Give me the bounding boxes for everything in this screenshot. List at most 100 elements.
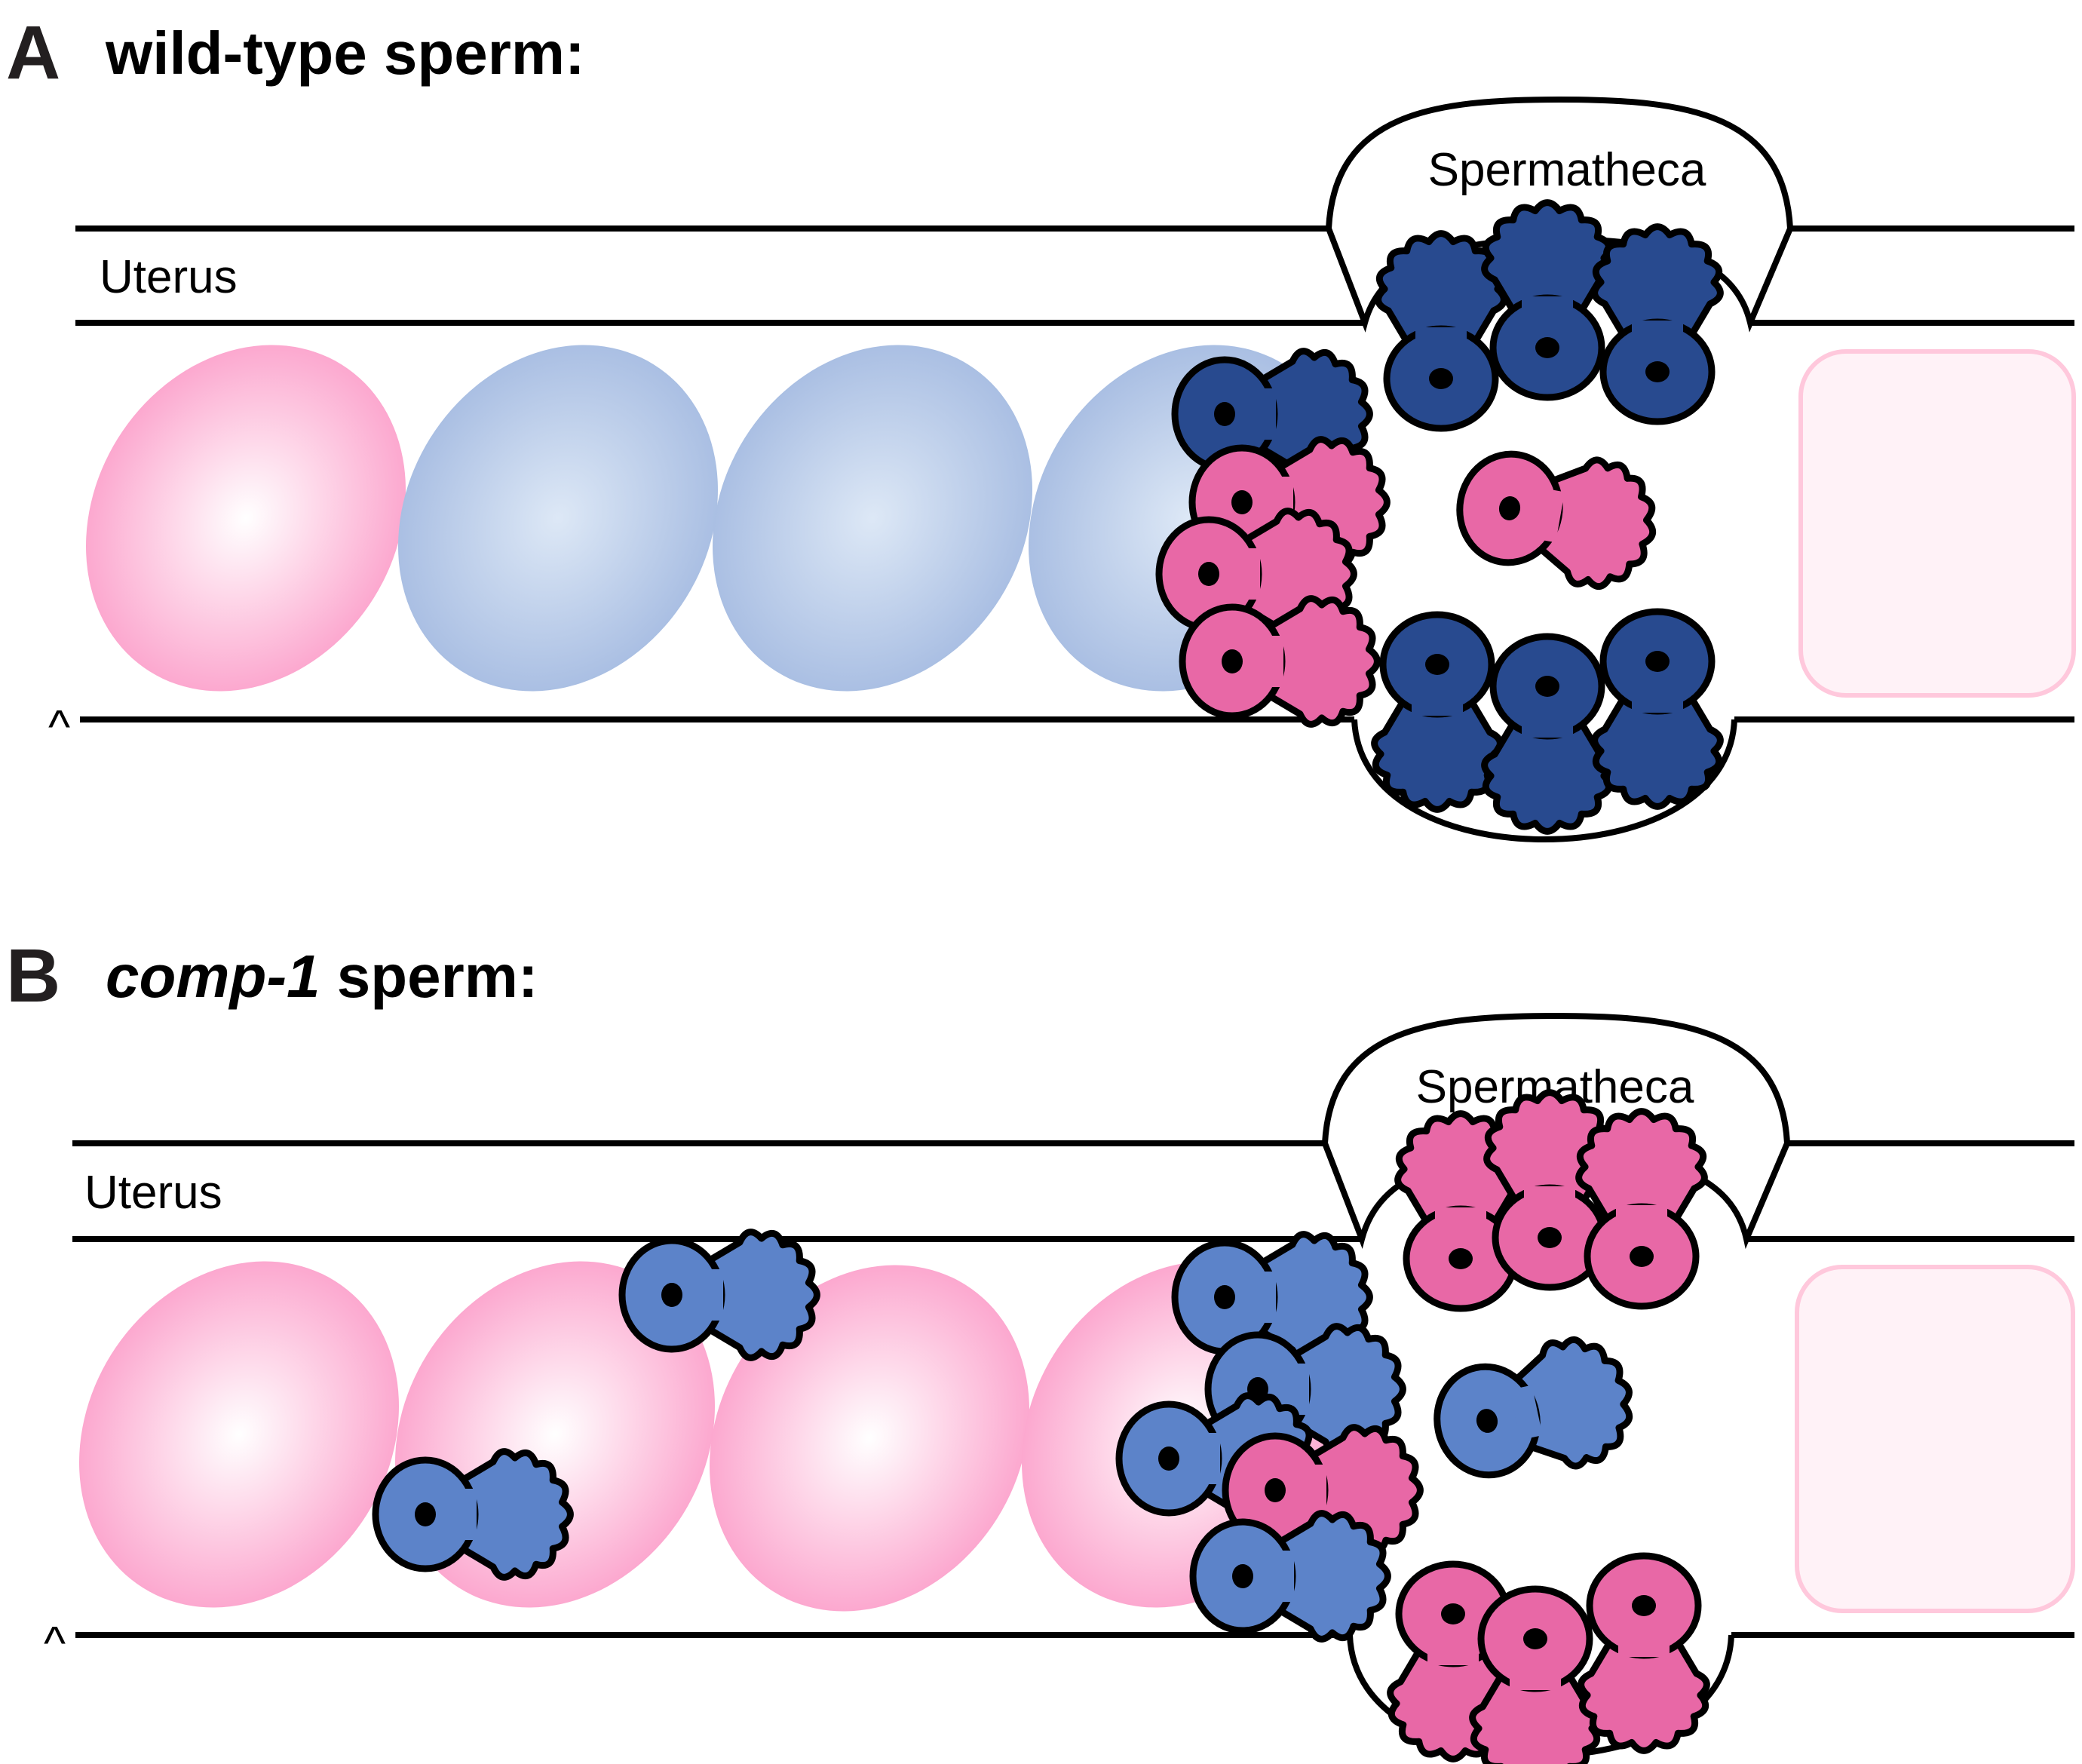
sperm-comp1 bbox=[1433, 1336, 1633, 1479]
sperm-nucleus bbox=[1476, 1409, 1498, 1433]
sperm-neck bbox=[1415, 327, 1467, 350]
uterus-label: Uterus bbox=[100, 251, 238, 303]
sperm-pseudopod bbox=[1269, 1510, 1391, 1643]
sperm-nucleus bbox=[1222, 649, 1243, 673]
sperm-nucleus bbox=[1231, 490, 1253, 514]
sperm-neck bbox=[1533, 488, 1565, 543]
sperm-pseudopod bbox=[1481, 713, 1614, 835]
sperm-nucleus bbox=[1498, 496, 1521, 520]
sperm-nucleus bbox=[1158, 1446, 1179, 1471]
sperm-nucleus bbox=[1632, 1595, 1656, 1616]
sperm-nucleus bbox=[1538, 1227, 1562, 1248]
panel-b: B comp-1 sperm: Spermatheca Uterus ^ bbox=[6, 934, 2075, 1764]
sperm-hermaphrodite bbox=[1456, 450, 1656, 591]
sperm-pseudopod bbox=[1591, 223, 1724, 345]
sperm-neck bbox=[1522, 715, 1573, 738]
sperm-pseudopod bbox=[698, 1229, 820, 1361]
oocyte bbox=[1795, 1265, 2075, 1613]
spermatheca-label: Spermatheca bbox=[1428, 144, 1706, 196]
sperm-hermaphrodite bbox=[1578, 1552, 1710, 1754]
sperm-pseudopod bbox=[1530, 456, 1656, 591]
sperm-comp1 bbox=[372, 1448, 574, 1581]
sperm-neck bbox=[701, 1269, 723, 1321]
panel-letter: B bbox=[6, 934, 60, 1018]
sperm-hermaphrodite bbox=[1394, 1110, 1527, 1312]
sperm-comp1 bbox=[618, 1229, 820, 1361]
sperm-hermaphrodite bbox=[1575, 1108, 1708, 1310]
sperm-nucleus bbox=[1214, 1285, 1235, 1309]
sperm-nucleus bbox=[1523, 1628, 1547, 1649]
sperm-neck bbox=[1197, 1433, 1220, 1484]
uterus-label: Uterus bbox=[84, 1167, 222, 1219]
sperm-pseudopod bbox=[1575, 1108, 1708, 1230]
sperm-neck bbox=[1237, 548, 1260, 600]
sperm-nucleus bbox=[1232, 1564, 1253, 1588]
sperm-wildtype bbox=[1371, 611, 1504, 813]
sperm-cells bbox=[372, 1089, 1710, 1764]
sperm-pseudopod bbox=[1259, 595, 1381, 728]
sperm-comp1 bbox=[1171, 1231, 1373, 1364]
panel-title: wild-type sperm: bbox=[105, 20, 585, 87]
vulva-marker: ^ bbox=[48, 701, 70, 753]
sperm-pseudopod bbox=[452, 1448, 574, 1581]
sperm-nucleus bbox=[415, 1502, 436, 1526]
sperm-wildtype bbox=[1481, 633, 1614, 835]
sperm-nucleus bbox=[1429, 368, 1453, 389]
sperm-neck bbox=[1632, 321, 1683, 343]
spermatheca: Spermatheca bbox=[1325, 96, 1794, 843]
sperm-nucleus bbox=[1425, 654, 1449, 675]
egg-blue bbox=[398, 345, 718, 692]
sperm-neck bbox=[1253, 1272, 1276, 1323]
panel-a: A wild-type sperm: Spermatheca Uterus ^ bbox=[6, 11, 2076, 843]
vulva-marker: ^ bbox=[44, 1618, 66, 1670]
sperm-wildtype bbox=[1591, 608, 1724, 810]
sperm-neck bbox=[1435, 1207, 1486, 1230]
sperm-neck bbox=[1271, 1551, 1294, 1602]
sperm-pseudopod bbox=[1578, 1632, 1710, 1754]
sperm-hermaphrodite bbox=[1469, 1585, 1602, 1764]
sperm-neck bbox=[1632, 690, 1683, 713]
sperm-nucleus bbox=[1535, 337, 1559, 358]
uterus-walls bbox=[75, 225, 2074, 722]
sperm-neck bbox=[1522, 296, 1573, 319]
sperm-neck bbox=[1261, 636, 1283, 687]
sperm-nucleus bbox=[1198, 562, 1219, 586]
uterus-walls bbox=[72, 1140, 2074, 1638]
eggs bbox=[86, 345, 1348, 692]
egg-pink bbox=[710, 1265, 1029, 1612]
sperm-nucleus bbox=[1630, 1246, 1654, 1267]
egg-blue bbox=[713, 345, 1032, 692]
sperm-pseudopod bbox=[1591, 688, 1724, 810]
sperm-nucleus bbox=[1535, 676, 1559, 697]
sperm-nucleus bbox=[1449, 1248, 1473, 1269]
sperm-wildtype bbox=[1481, 199, 1614, 401]
sperm-hermaphrodite bbox=[1222, 1424, 1424, 1557]
sperm-cells bbox=[1155, 199, 1724, 835]
panel-letter: A bbox=[6, 11, 60, 95]
oocyte bbox=[1798, 349, 2076, 698]
sperm-neck bbox=[1618, 1634, 1670, 1657]
sperm-nucleus bbox=[661, 1283, 682, 1307]
sperm-neck bbox=[454, 1489, 477, 1540]
sperm-neck bbox=[1427, 1643, 1479, 1665]
sperm-neck bbox=[1524, 1186, 1575, 1209]
sperm-nucleus bbox=[1265, 1478, 1286, 1502]
sperm-nucleus bbox=[1645, 361, 1670, 382]
sperm-neck bbox=[1412, 693, 1463, 716]
sperm-neck bbox=[1304, 1465, 1326, 1516]
spermatheca-cap bbox=[1325, 96, 1794, 333]
sperm-wildtype bbox=[1591, 223, 1724, 425]
egg-pink bbox=[86, 345, 406, 692]
sperm-neck bbox=[1510, 1667, 1561, 1690]
sperm-nucleus bbox=[1645, 651, 1670, 672]
sperm-nucleus bbox=[1441, 1603, 1465, 1624]
sperm-neck bbox=[1510, 1385, 1543, 1440]
panel-title: comp-1 sperm: bbox=[106, 943, 538, 1010]
sperm-comp1 bbox=[1189, 1510, 1391, 1643]
sperm-neck bbox=[1253, 388, 1276, 440]
egg-pink bbox=[79, 1261, 399, 1608]
sperm-nucleus bbox=[1214, 402, 1235, 426]
sperm-neck bbox=[1616, 1205, 1667, 1228]
sperm-pseudopod bbox=[1469, 1665, 1602, 1764]
